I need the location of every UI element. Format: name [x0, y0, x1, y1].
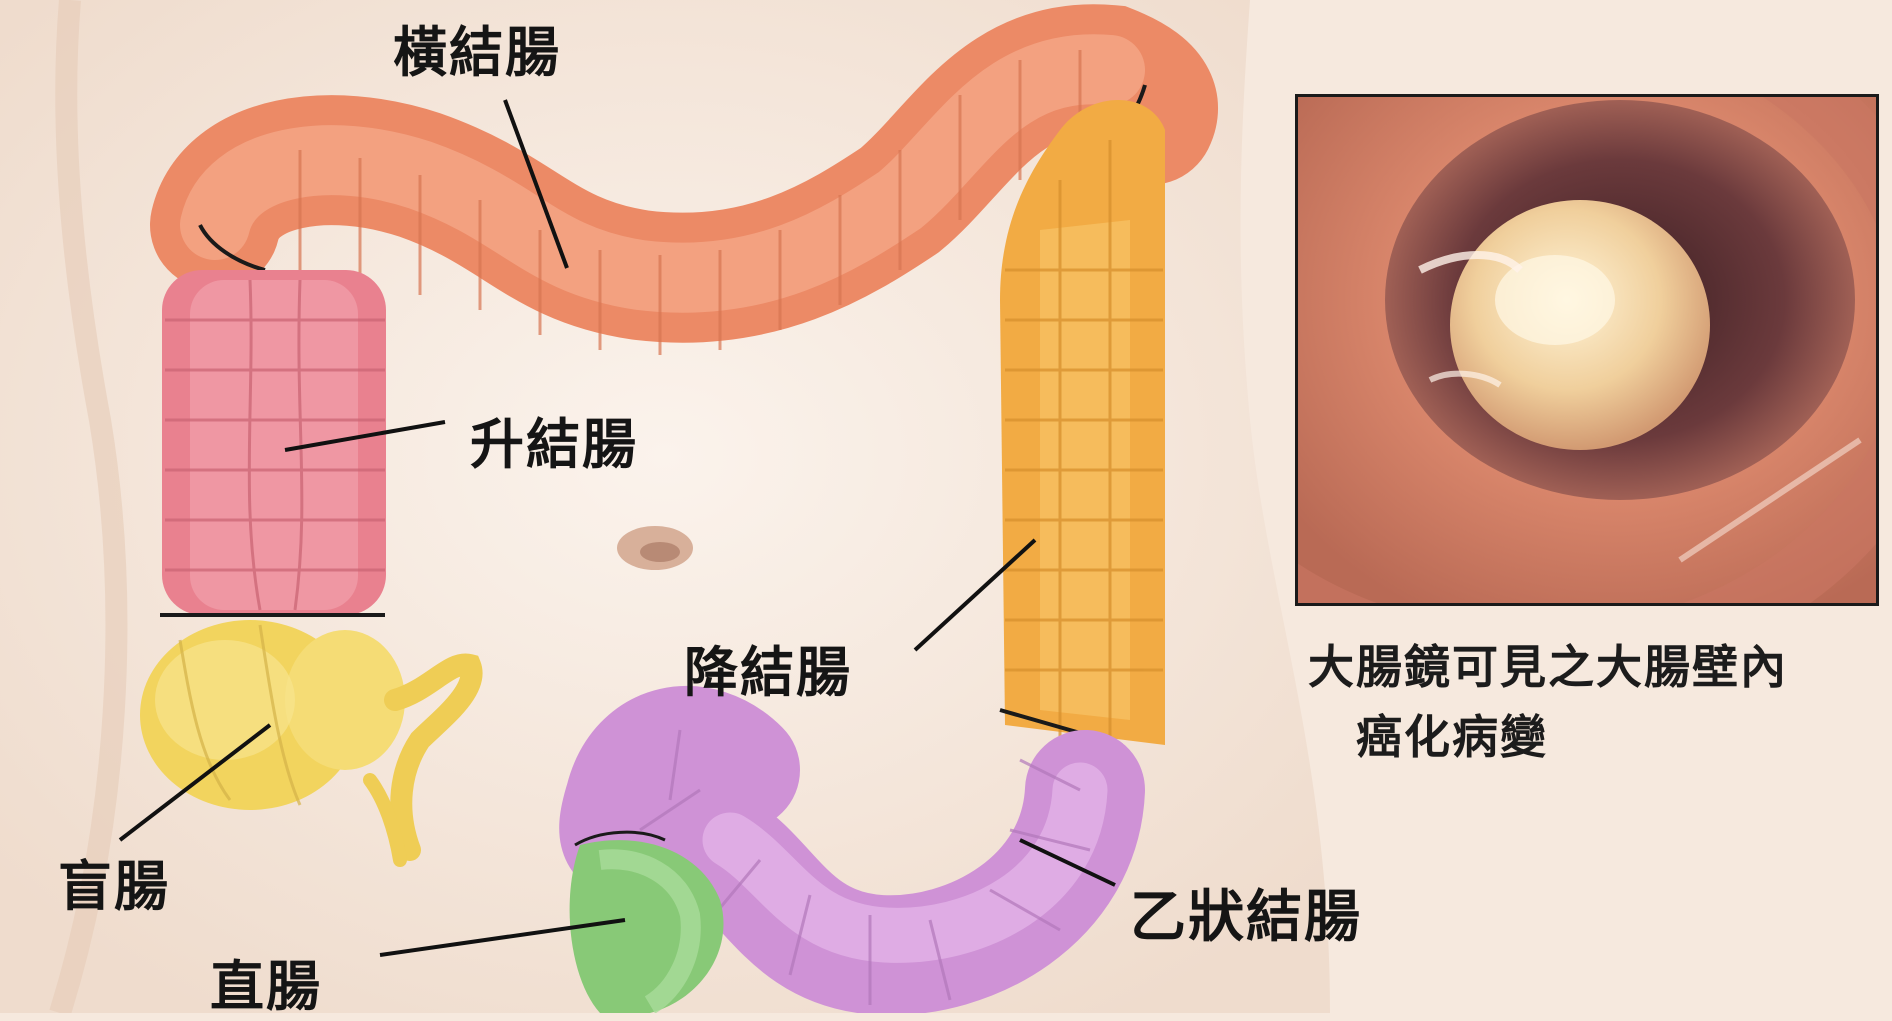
label-sigmoid-colon: 乙狀結腸 [1130, 872, 1362, 953]
inset-caption-line2: 癌化病變 [1308, 702, 1788, 772]
ascending-colon-shape [160, 270, 386, 615]
inset-caption: 大腸鏡可見之大腸壁內 癌化病變 [1308, 632, 1788, 772]
label-descending-colon: 降結腸 [684, 628, 852, 707]
label-transverse-colon: 橫結腸 [393, 8, 561, 87]
label-ascending-colon: 升結腸 [470, 400, 638, 479]
label-rectum: 直腸 [210, 942, 322, 1021]
label-cecum: 盲腸 [58, 842, 170, 921]
descending-colon-shape [1000, 100, 1165, 745]
inset-caption-line1: 大腸鏡可見之大腸壁內 [1308, 632, 1788, 702]
